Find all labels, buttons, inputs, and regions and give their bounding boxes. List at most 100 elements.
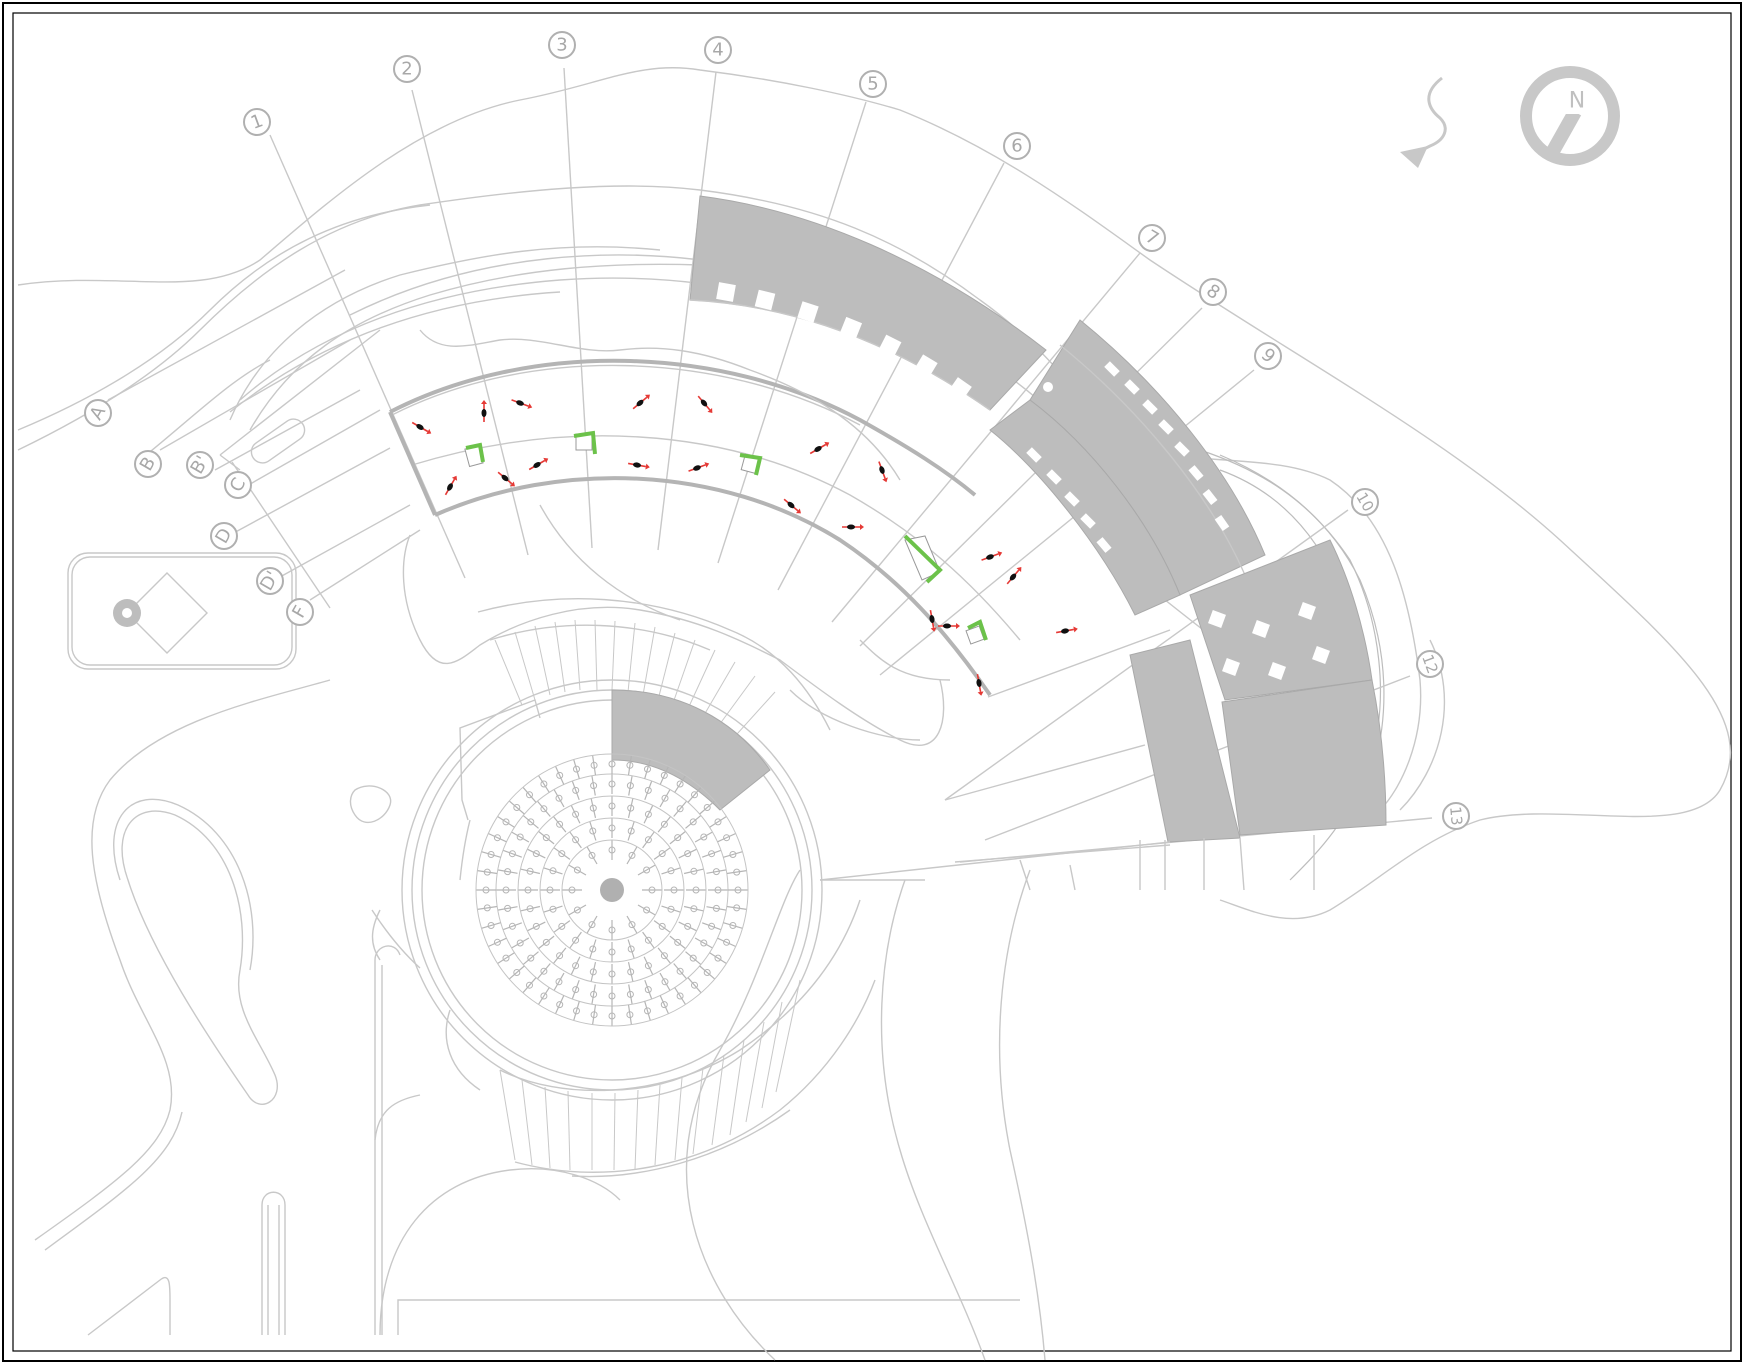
seat-marker <box>714 954 722 962</box>
marker-arrowhead <box>977 691 984 696</box>
arena-seating <box>475 753 749 1027</box>
marker-body <box>1009 573 1017 581</box>
seat-row-line <box>699 800 716 815</box>
seat-row-line <box>497 906 518 911</box>
grid-bubble-13: 13 <box>1442 802 1470 830</box>
grid-label-6: 6 <box>1011 136 1022 157</box>
seat-marker <box>733 904 741 912</box>
seat-marker <box>733 868 741 876</box>
pedestrian-marker <box>444 475 458 496</box>
seat-marker <box>572 836 580 844</box>
seat-row-line <box>522 977 537 994</box>
grid-bubble-F: F <box>286 598 314 626</box>
seat-marker <box>661 978 669 986</box>
pedestrian-marker <box>411 421 432 435</box>
seat-marker <box>723 834 731 842</box>
seat-marker <box>644 765 651 773</box>
seat-row-line <box>627 961 634 982</box>
seat-marker <box>572 936 580 944</box>
highlight-box-4 <box>903 534 943 584</box>
columns-row-lower <box>1208 602 1330 680</box>
marker-arrowhead <box>882 477 888 483</box>
seat-row-line <box>661 905 681 913</box>
seat-marker <box>556 820 564 828</box>
seat-marker <box>590 990 598 998</box>
seat-row-line <box>592 1004 597 1025</box>
grid-bubble-7: 7 <box>1138 224 1166 252</box>
marker-arrowhead <box>645 463 650 470</box>
seat-row-line <box>627 821 635 841</box>
arena-stairs-top <box>494 619 776 745</box>
marker-body <box>787 501 795 509</box>
seat-marker <box>508 850 516 858</box>
seat-marker <box>643 906 651 914</box>
seat-marker <box>549 867 557 875</box>
seat-marker <box>556 952 564 960</box>
marker-arrowhead <box>704 462 710 468</box>
pedestrian-marker <box>1006 567 1022 585</box>
seat-row-line <box>573 759 580 779</box>
seat-row-line <box>538 830 555 845</box>
marker-body <box>447 483 453 491</box>
seat-marker <box>660 1001 668 1009</box>
seat-marker <box>627 968 635 976</box>
seat-marker <box>516 939 524 947</box>
grid-bubble-2: 2 <box>393 55 421 83</box>
seat-row-line <box>699 965 716 980</box>
seat-marker <box>588 921 596 929</box>
seat-marker <box>703 969 711 976</box>
pedestrian-marker <box>697 395 713 413</box>
seat-row-line <box>570 805 581 824</box>
seat-row-line <box>673 800 688 817</box>
seat-row-line <box>481 851 501 858</box>
seat-marker <box>524 886 532 894</box>
seat-marker <box>572 962 580 970</box>
seat-row-line <box>488 832 507 843</box>
seat-marker <box>589 945 597 953</box>
seat-row-line <box>723 851 743 858</box>
marker-body <box>847 524 855 530</box>
seat-row-line <box>522 951 539 966</box>
seat-row-line <box>543 867 563 875</box>
seat-row-line <box>678 921 697 932</box>
marker-arrowhead <box>956 623 960 629</box>
seat-row-line <box>568 864 587 876</box>
seat-row-line <box>626 846 638 865</box>
seat-marker <box>700 833 708 841</box>
pedestrian-markers <box>411 394 1078 696</box>
marker-arrowhead <box>795 508 801 514</box>
seat-ring <box>475 753 749 1027</box>
seat-marker <box>714 818 722 826</box>
seat-marker <box>628 921 636 929</box>
columns-row-upper <box>716 282 972 401</box>
north-letter: N <box>1569 89 1585 114</box>
pedestrian-marker <box>783 498 801 514</box>
marker-arrowhead <box>824 441 830 448</box>
seat-marker <box>676 992 684 1000</box>
seat-marker <box>487 851 495 858</box>
seat-row-line <box>674 775 687 793</box>
seat-row-line <box>527 848 546 859</box>
seat-row-line <box>659 972 671 991</box>
seat-marker <box>712 868 720 876</box>
seat-row-line <box>586 846 598 865</box>
seat-row-line <box>589 939 597 959</box>
marker-arrowhead <box>527 403 533 409</box>
marker-arrowhead <box>860 524 864 530</box>
seat-marker <box>689 954 697 962</box>
seat-row-line <box>723 922 743 929</box>
seat-marker <box>714 886 722 894</box>
seat-row-line <box>706 869 727 874</box>
seat-marker <box>608 992 616 1000</box>
grid-label-4: 4 <box>712 40 723 61</box>
seat-row-line <box>661 867 681 875</box>
seat-row-line <box>511 937 530 949</box>
seat-marker <box>670 886 678 894</box>
seat-row-line <box>637 864 656 876</box>
seat-row-line <box>709 952 727 965</box>
seat-marker <box>573 765 580 773</box>
seat-row-line <box>497 869 518 874</box>
grid-bubble-9: 9 <box>1254 342 1282 370</box>
seat-row-line <box>586 915 598 934</box>
seat-row-line <box>569 931 582 949</box>
